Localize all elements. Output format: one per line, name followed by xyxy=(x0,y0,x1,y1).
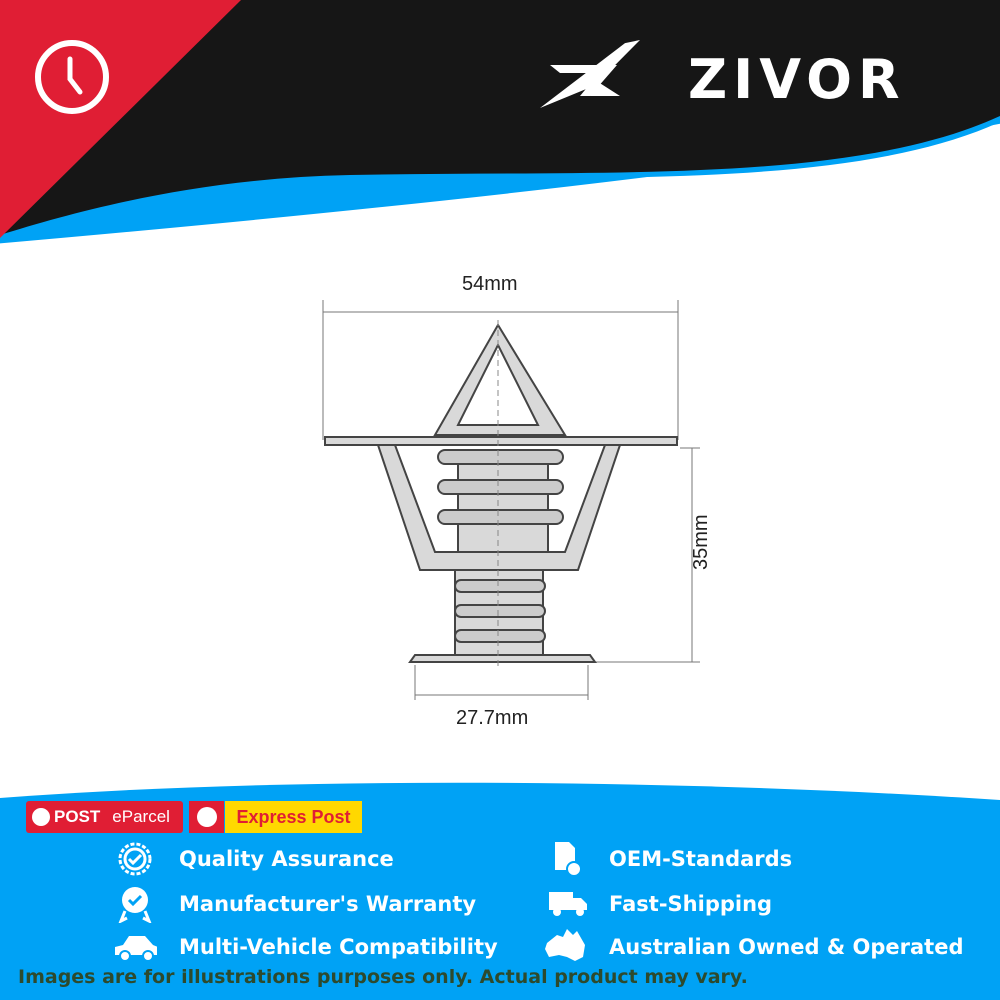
delivery-truck-icon xyxy=(543,885,587,923)
australia-map-icon xyxy=(543,928,587,966)
quality-badge-icon xyxy=(113,840,157,878)
feature-label: Multi-Vehicle Compatibility xyxy=(179,935,498,959)
feature-oem-standards: OEM-Standards xyxy=(543,840,792,878)
feature-australian-owned: Australian Owned & Operated xyxy=(543,928,963,966)
feature-label: Australian Owned & Operated xyxy=(609,935,964,959)
disclaimer-text: Images are for illustrations purposes on… xyxy=(18,966,748,988)
feature-multi-vehicle: Multi-Vehicle Compatibility xyxy=(113,928,498,966)
feature-label: Fast-Shipping xyxy=(609,892,773,916)
feature-label: OEM-Standards xyxy=(609,847,793,871)
document-check-icon xyxy=(543,840,587,878)
thermostat-diagram xyxy=(322,300,700,700)
auspost-eparcel-badge: POST eParcel xyxy=(26,801,183,833)
eparcel-label: eParcel xyxy=(112,807,170,826)
header-banner xyxy=(0,0,1000,244)
height-dimension-label: 35mm xyxy=(690,514,712,570)
auspost-express-logo xyxy=(189,801,224,833)
zivor-logo-mark xyxy=(540,40,640,109)
feature-label: Quality Assurance xyxy=(179,847,394,871)
feature-fast-shipping: Fast-Shipping xyxy=(543,885,772,923)
feature-manufacturers-warranty: Manufacturer's Warranty xyxy=(113,885,476,923)
award-ribbon-icon xyxy=(113,885,157,923)
brand-name: ZIVOR xyxy=(688,48,906,111)
feature-quality-assurance: Quality Assurance xyxy=(113,840,394,878)
auspost-logo-icon xyxy=(32,808,50,826)
auspost-label: POST xyxy=(54,807,101,826)
express-post-badge: Express Post xyxy=(225,801,362,833)
clock-icon xyxy=(35,40,109,114)
bottom-dimension-label: 27.7mm xyxy=(456,707,529,729)
auspost-logo-icon xyxy=(196,807,217,827)
feature-label: Manufacturer's Warranty xyxy=(179,892,477,916)
car-icon xyxy=(113,928,157,966)
width-dimension-label: 54mm xyxy=(462,273,518,295)
footer-banner xyxy=(0,782,1000,1000)
